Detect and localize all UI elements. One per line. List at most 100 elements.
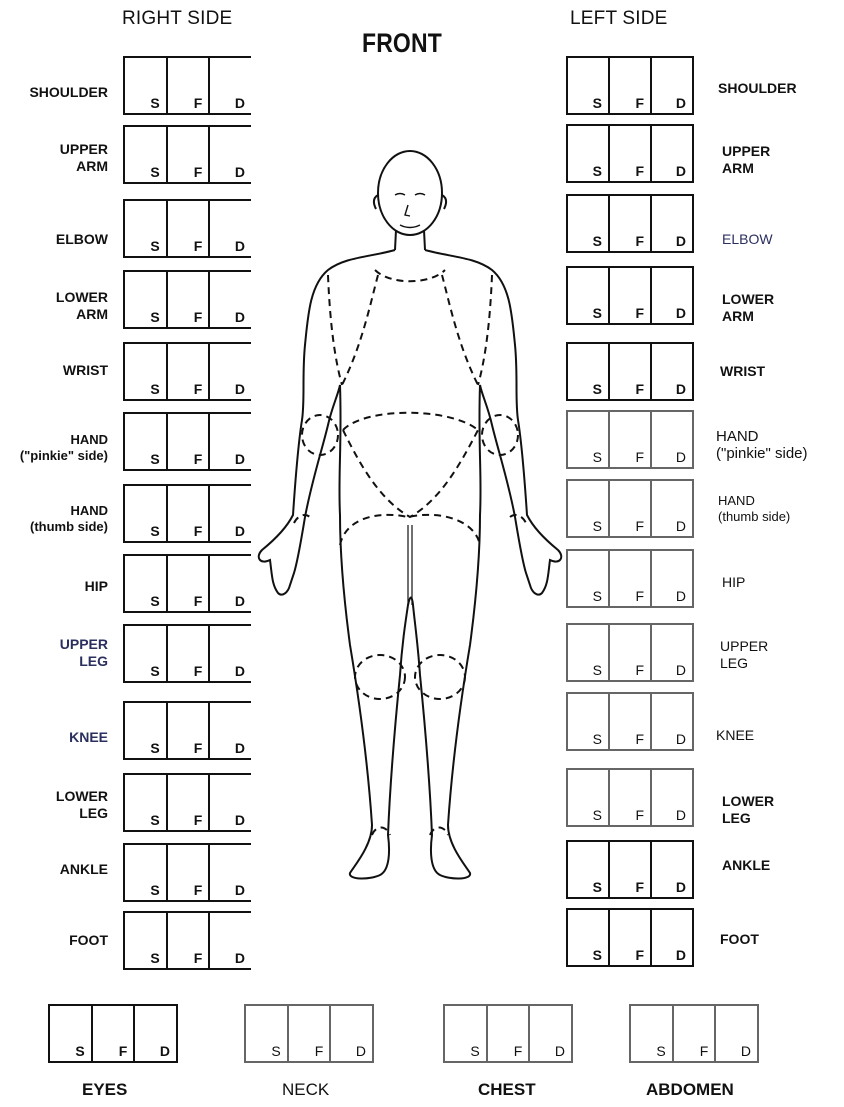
left-lower-leg-cell-f[interactable]: F — [610, 770, 652, 825]
left-elbow-box: S FD — [566, 194, 694, 253]
right-elbow-cell-f[interactable]: F — [168, 201, 211, 256]
bottom-neck-cell-d[interactable]: D — [331, 1006, 372, 1061]
right-foot-cell-d[interactable]: D — [210, 913, 251, 968]
bottom-neck-cell-s[interactable]: S — [246, 1006, 289, 1061]
right-knee-cell-f[interactable]: F — [168, 703, 211, 758]
left-hip-cell-d[interactable]: D — [652, 551, 692, 606]
left-hand-thumb-side-cell-d[interactable]: D — [652, 481, 692, 536]
left-upper-arm-cell-s[interactable]: S — [568, 126, 610, 181]
bottom-abdomen-cell-s[interactable]: S — [631, 1006, 674, 1061]
left-lower-arm-cell-s[interactable]: S — [568, 268, 610, 323]
cell-letter: F — [700, 1044, 709, 1058]
bottom-chest-cell-d[interactable]: D — [530, 1006, 571, 1061]
left-shoulder-cell-s[interactable]: S — [568, 58, 610, 113]
right-knee-cell-s[interactable]: S — [125, 703, 168, 758]
right-lower-leg-cell-d[interactable]: D — [210, 775, 251, 830]
cell-letter: F — [635, 234, 644, 248]
right-hand-pinkie-side-cell-d[interactable]: D — [210, 414, 251, 469]
right-label-elbow: ELBOW — [56, 231, 108, 248]
left-knee-cell-s[interactable]: S — [568, 694, 610, 749]
right-elbow-cell-d[interactable]: D — [210, 201, 251, 256]
right-elbow-cell-s[interactable]: S — [125, 201, 168, 256]
cell-letter: F — [194, 165, 203, 179]
left-hip-cell-f[interactable]: F — [610, 551, 652, 606]
right-hip-cell-s[interactable]: S — [125, 556, 168, 611]
left-hand-thumb-side-cell-s[interactable]: S — [568, 481, 610, 536]
right-foot-cell-f[interactable]: F — [168, 913, 211, 968]
left-elbow-cell-f[interactable]: F — [610, 196, 652, 251]
bottom-chest-cell-f[interactable]: F — [488, 1006, 531, 1061]
right-upper-arm-cell-f[interactable]: F — [168, 127, 211, 182]
right-upper-leg-cell-f[interactable]: F — [168, 626, 211, 681]
left-hand-pinkie-side-cell-d[interactable]: D — [652, 412, 692, 467]
cell-letter: F — [194, 239, 203, 253]
right-wrist-cell-d[interactable]: D — [210, 344, 251, 399]
right-hand-pinkie-side-cell-f[interactable]: F — [168, 414, 211, 469]
right-wrist-cell-f[interactable]: F — [168, 344, 211, 399]
right-hand-thumb-side-cell-d[interactable]: D — [210, 486, 251, 541]
left-lower-leg-cell-d[interactable]: D — [652, 770, 692, 825]
left-upper-arm-cell-d[interactable]: D — [652, 126, 692, 181]
left-knee-cell-d[interactable]: D — [652, 694, 692, 749]
right-hip-cell-f[interactable]: F — [168, 556, 211, 611]
left-wrist-cell-d[interactable]: D — [652, 344, 692, 399]
left-upper-leg-cell-d[interactable]: D — [652, 625, 692, 680]
left-hip-cell-s[interactable]: S — [568, 551, 610, 606]
right-lower-leg-cell-f[interactable]: F — [168, 775, 211, 830]
right-ankle-cell-d[interactable]: D — [210, 845, 251, 900]
bottom-abdomen-cell-d[interactable]: D — [716, 1006, 757, 1061]
left-label-upper-leg: UPPER LEG — [720, 638, 768, 672]
left-foot-cell-s[interactable]: S — [568, 910, 610, 965]
right-shoulder-cell-d[interactable]: D — [210, 58, 251, 113]
left-wrist-cell-f[interactable]: F — [610, 344, 652, 399]
bottom-eyes-cell-d[interactable]: D — [135, 1006, 176, 1061]
left-upper-leg-cell-f[interactable]: F — [610, 625, 652, 680]
left-upper-leg-cell-s[interactable]: S — [568, 625, 610, 680]
cell-letter: F — [635, 880, 644, 894]
right-shoulder-cell-s[interactable]: S — [125, 58, 168, 113]
left-upper-arm-cell-f[interactable]: F — [610, 126, 652, 181]
right-upper-arm-cell-s[interactable]: S — [125, 127, 168, 182]
right-ankle-cell-f[interactable]: F — [168, 845, 211, 900]
left-knee-cell-f[interactable]: F — [610, 694, 652, 749]
left-foot-cell-f[interactable]: F — [610, 910, 652, 965]
right-lower-arm-cell-f[interactable]: F — [168, 272, 211, 327]
left-shoulder-cell-f[interactable]: F — [610, 58, 652, 113]
left-shoulder-cell-d[interactable]: D — [652, 58, 692, 113]
left-lower-leg-cell-s[interactable]: S — [568, 770, 610, 825]
right-shoulder-cell-f[interactable]: F — [168, 58, 211, 113]
left-wrist-cell-s[interactable]: S — [568, 344, 610, 399]
bottom-eyes-cell-f[interactable]: F — [93, 1006, 136, 1061]
left-foot-cell-d[interactable]: D — [652, 910, 692, 965]
bottom-chest-cell-s[interactable]: S — [445, 1006, 488, 1061]
left-lower-arm-cell-d[interactable]: D — [652, 268, 692, 323]
left-label-hand-pinkie: HAND ("pinkie" side) — [716, 428, 808, 462]
right-hand-pinkie-side-cell-s[interactable]: S — [125, 414, 168, 469]
right-ankle-cell-s[interactable]: S — [125, 845, 168, 900]
right-wrist-cell-s[interactable]: S — [125, 344, 168, 399]
right-knee-box: SFD — [123, 701, 251, 760]
right-upper-leg-cell-s[interactable]: S — [125, 626, 168, 681]
left-ankle-cell-s[interactable]: S — [568, 842, 610, 897]
left-ankle-cell-d[interactable]: D — [652, 842, 692, 897]
left-hand-pinkie-side-cell-f[interactable]: F — [610, 412, 652, 467]
left-lower-arm-cell-f[interactable]: F — [610, 268, 652, 323]
right-hand-thumb-side-cell-f[interactable]: F — [168, 486, 211, 541]
bottom-abdomen-cell-f[interactable]: F — [674, 1006, 717, 1061]
right-hand-thumb-side-cell-s[interactable]: S — [125, 486, 168, 541]
bottom-neck-cell-f[interactable]: F — [289, 1006, 332, 1061]
left-ankle-cell-f[interactable]: F — [610, 842, 652, 897]
left-elbow-cell-d[interactable]: D — [652, 196, 692, 251]
left-hand-thumb-side-cell-f[interactable]: F — [610, 481, 652, 536]
right-lower-arm-cell-s[interactable]: S — [125, 272, 168, 327]
left-hand-pinkie-side-cell-s[interactable]: S — [568, 412, 610, 467]
right-upper-arm-cell-d[interactable]: D — [210, 127, 251, 182]
right-foot-cell-s[interactable]: S — [125, 913, 168, 968]
right-lower-leg-cell-s[interactable]: S — [125, 775, 168, 830]
bottom-eyes-cell-s[interactable]: S — [50, 1006, 93, 1061]
right-upper-leg-cell-d[interactable]: D — [210, 626, 251, 681]
right-knee-cell-d[interactable]: D — [210, 703, 251, 758]
right-lower-arm-cell-d[interactable]: D — [210, 272, 251, 327]
right-hip-cell-d[interactable]: D — [210, 556, 251, 611]
left-elbow-cell-s[interactable]: S — [568, 196, 610, 251]
